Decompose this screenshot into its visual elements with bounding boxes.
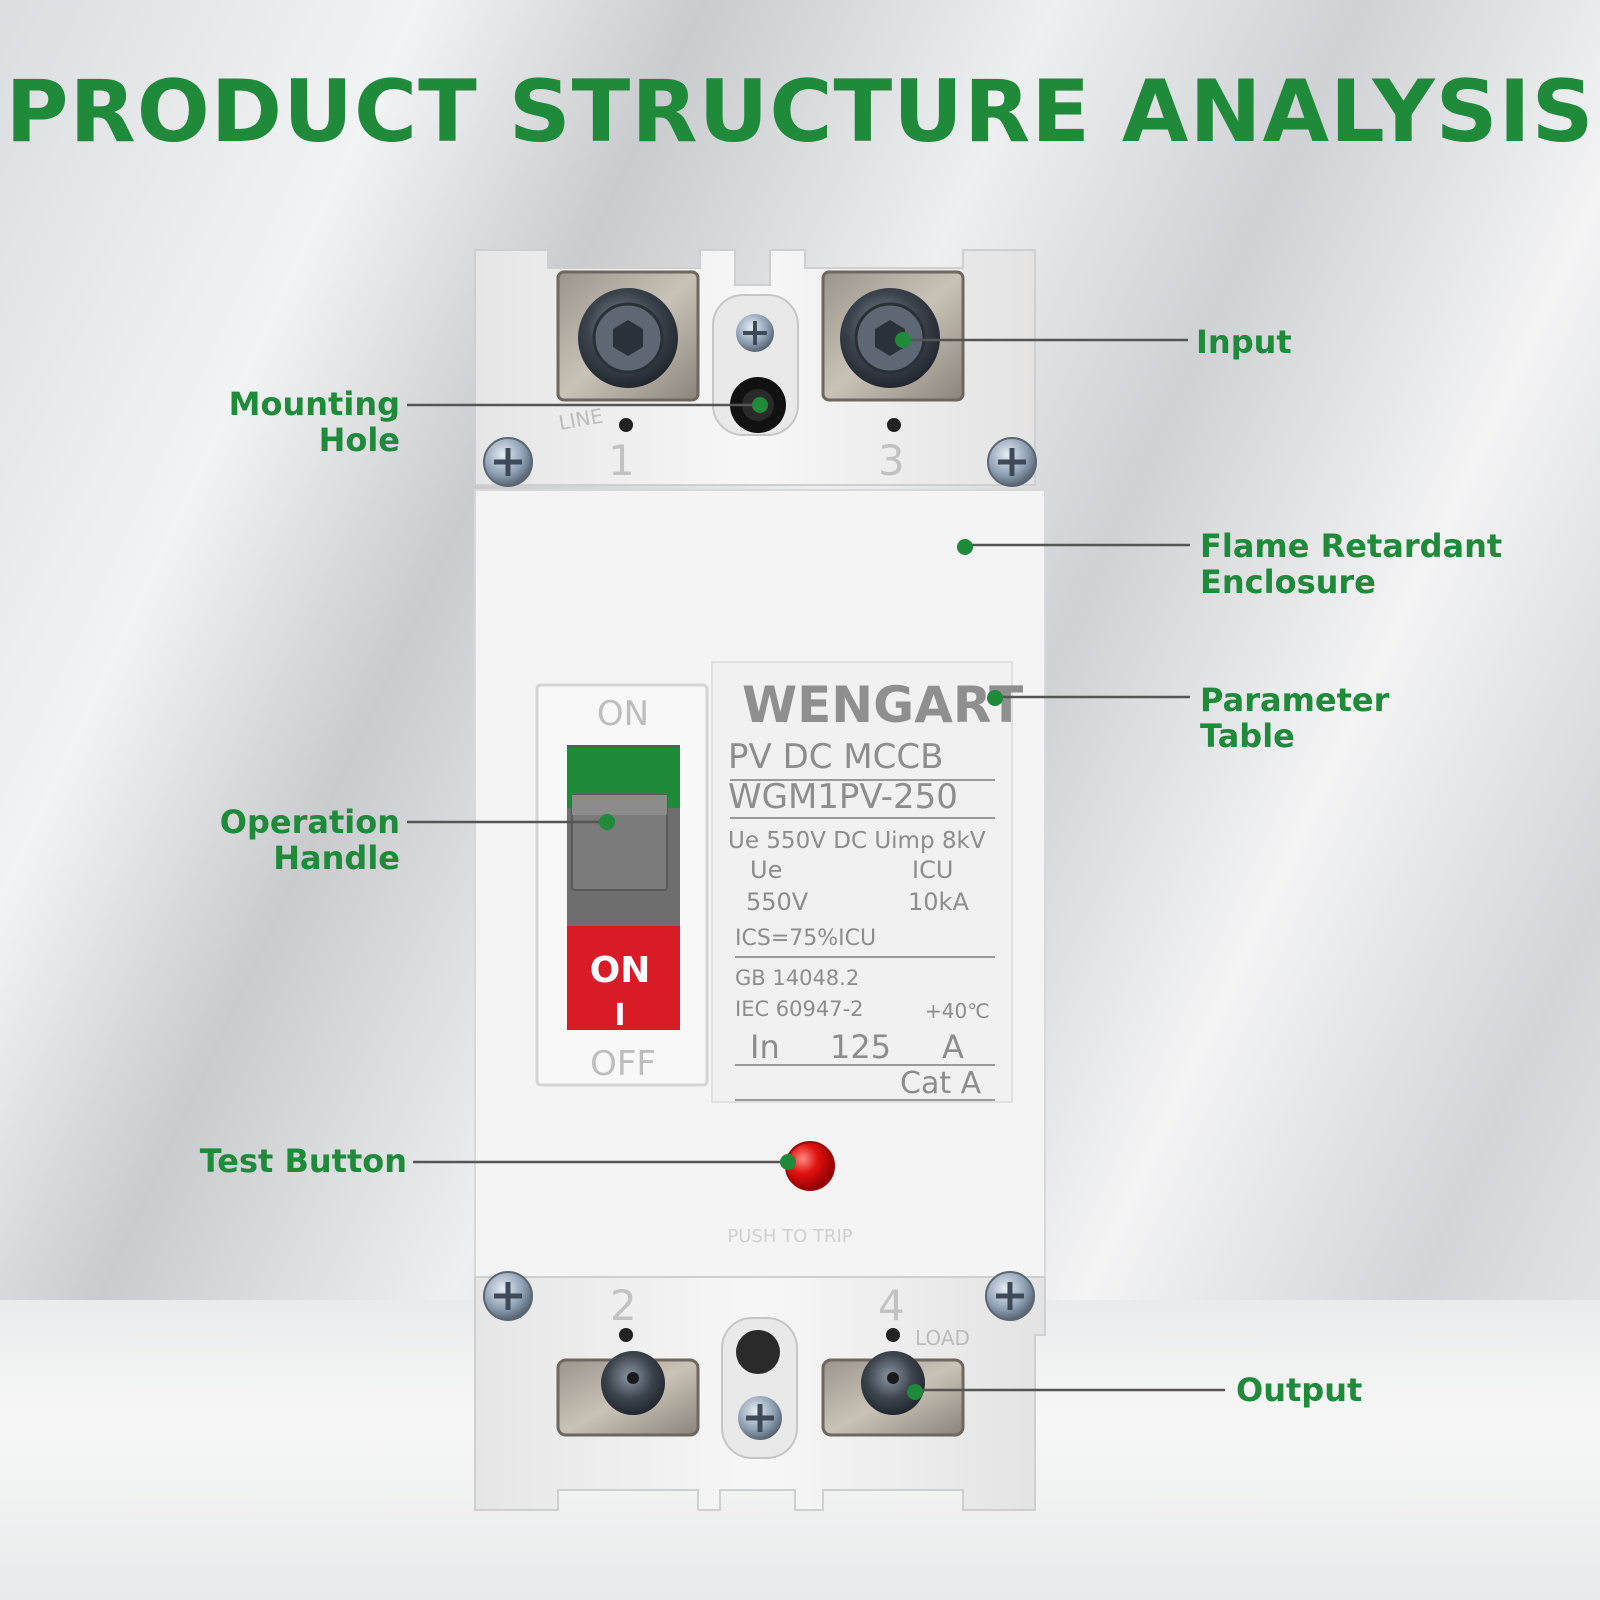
callout-flame-retardant-enclosure: Flame Retardant Enclosure xyxy=(1200,528,1502,600)
indicator-dot xyxy=(619,1328,633,1342)
callout-line: Flame Retardant xyxy=(1200,527,1503,565)
standard-iec: IEC 60947-2 xyxy=(735,997,864,1021)
leader-dot-enclosure xyxy=(957,539,973,555)
corner-screw xyxy=(987,437,1037,487)
indicator-dot xyxy=(619,418,633,432)
callout-line: Mounting xyxy=(228,385,400,423)
callout-line: Hole xyxy=(318,421,400,459)
handle-on-label: ON xyxy=(590,950,651,991)
callout-parameter-table: Parameter Table xyxy=(1200,682,1389,754)
corner-screw xyxy=(483,1271,533,1321)
ics-value: ICS=75%ICU xyxy=(735,926,876,951)
load-mark: LOAD xyxy=(915,1326,970,1350)
callout-line: Parameter xyxy=(1200,681,1390,719)
in-label: In xyxy=(750,1028,780,1066)
leader-dot-mounting-hole xyxy=(752,397,768,413)
in-unit: A xyxy=(942,1028,964,1066)
leader-dot-parameter-table xyxy=(987,690,1003,706)
leader-dot-input xyxy=(895,332,911,348)
callout-line: Operation xyxy=(219,803,400,841)
category: Cat A xyxy=(900,1066,982,1101)
ue-label: Ue xyxy=(750,856,782,884)
icu-value: 10kA xyxy=(908,888,969,916)
callout-line: Enclosure xyxy=(1200,563,1376,601)
parameter-table xyxy=(711,661,1013,1103)
output-terminal-screw-right xyxy=(861,1351,925,1415)
indicator-dot xyxy=(887,418,901,432)
callout-output: Output xyxy=(1236,1371,1363,1409)
terminal-number-3: 3 xyxy=(878,436,905,485)
rating-line: Ue 550V DC Uimp 8kV xyxy=(728,828,986,854)
callout-input: Input xyxy=(1196,323,1292,361)
leader-dots xyxy=(599,332,1003,1400)
terminal-number-2: 2 xyxy=(610,1281,637,1330)
input-terminal-screw-right xyxy=(840,288,940,388)
callout-mounting-hole: Mounting Hole xyxy=(200,386,400,458)
indicator-dot xyxy=(886,1328,900,1342)
in-value: 125 xyxy=(830,1028,891,1066)
handle-off-label: OFF xyxy=(590,1044,656,1084)
corner-screw xyxy=(483,437,533,487)
callout-line: Handle xyxy=(273,839,400,877)
temperature-rating: +40℃ xyxy=(925,999,990,1023)
callout-operation-handle: Operation Handle xyxy=(180,804,400,876)
bottom-mounting-hole xyxy=(736,1330,780,1374)
push-to-trip-label: PUSH TO TRIP xyxy=(727,1226,852,1247)
terminal-number-4: 4 xyxy=(878,1281,905,1330)
center-screw-top xyxy=(736,314,774,352)
standard-gb: GB 14048.2 xyxy=(735,966,859,990)
brand-name: WENGART xyxy=(742,676,1023,734)
handle-on-top-label: ON xyxy=(597,694,649,734)
leader-dot-operation-handle xyxy=(599,814,615,830)
output-terminal-screw-left xyxy=(601,1351,665,1415)
corner-screw xyxy=(985,1271,1035,1321)
leader-dot-output xyxy=(907,1384,923,1400)
terminal-number-1: 1 xyxy=(608,436,635,485)
device-model: WGM1PV-250 xyxy=(728,777,958,817)
device-type: PV DC MCCB xyxy=(728,737,943,777)
callout-line: Table xyxy=(1200,717,1295,755)
operation-handle[interactable] xyxy=(571,794,668,891)
page-title: PRODUCT STRUCTURE ANALYSIS xyxy=(5,62,1595,162)
ue-value: 550V xyxy=(746,888,809,916)
icu-label: ICU xyxy=(912,856,953,884)
handle-i-label: I xyxy=(614,998,625,1033)
center-screw-bottom xyxy=(738,1396,782,1440)
input-terminal-screw-left xyxy=(578,288,678,388)
bottom-terminal-block xyxy=(474,1276,1046,1511)
leader-lines xyxy=(407,338,1225,1392)
callout-test-button: Test Button xyxy=(199,1142,407,1180)
top-terminal-block xyxy=(474,249,1036,486)
leader-dot-test-button xyxy=(780,1154,796,1170)
